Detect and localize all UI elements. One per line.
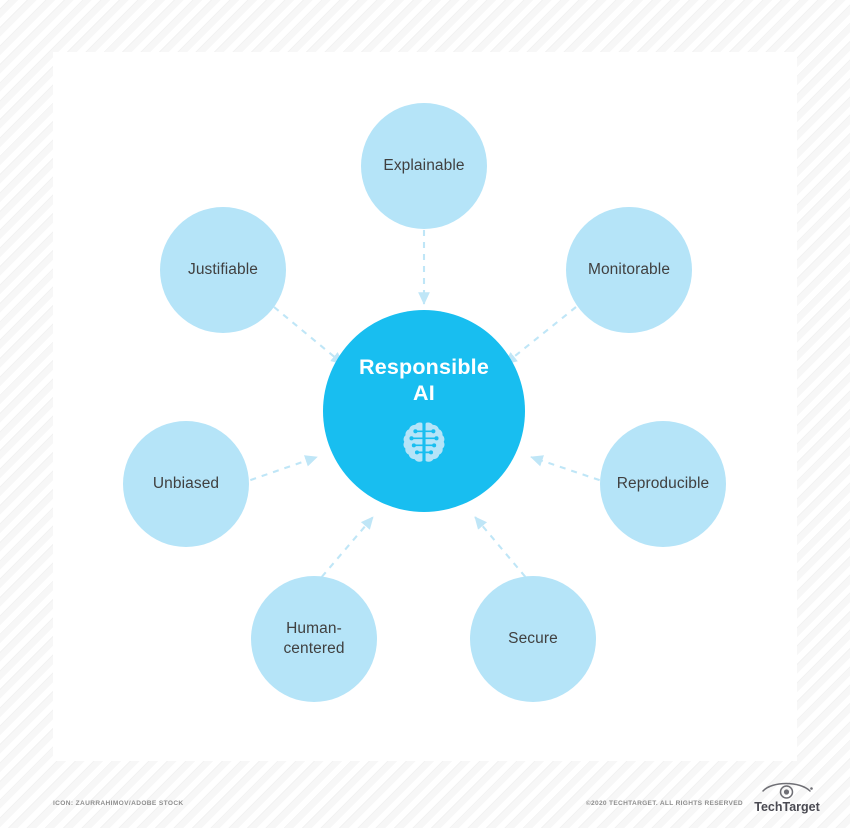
connector-secure [474,516,534,587]
connector-human-centered [313,516,374,587]
diagram-node-reproducible[interactable]: Reproducible [600,421,726,547]
diagram-node-justifiable[interactable]: Justifiable [160,207,286,333]
node-label: Justifiable [187,260,259,278]
node-label: Monitorable [587,260,671,278]
diagram-node-explainable[interactable]: Explainable [361,103,487,229]
diagram-node-secure[interactable]: Secure [470,576,596,702]
copyright-notice: ©2020 TECHTARGET. ALL RIGHTS RESERVED [585,800,743,807]
page-footer: ICON: ZAURRAHIMOV/ADOBE STOCK ©2020 TECH… [0,782,850,828]
brain-circuit-icon [403,422,445,462]
eye-icon [762,782,811,799]
connector-layer [238,218,612,587]
image-credit: ICON: ZAURRAHIMOV/ADOBE STOCK [53,800,184,807]
hub-title: Responsible AI [358,354,490,405]
diagram-card: Explainable Monitorable Reproducible Sec… [53,52,797,761]
eye-spark [810,787,813,790]
techtarget-wordmark: TechTarget [754,800,820,814]
node-label: Explainable [383,156,465,174]
node-label: Unbiased [152,474,220,492]
connector-unbiased [238,455,318,485]
techtarget-logo: TechTarget [754,782,821,814]
connector-reproducible [530,455,612,485]
eye-pupil [783,789,790,795]
connector-monitorable [504,306,577,365]
responsible-ai-diagram: Explainable Monitorable Reproducible Sec… [53,52,797,761]
node-label: Secure [508,629,558,647]
diagram-node-unbiased[interactable]: Unbiased [123,421,249,547]
diagram-hub-responsible-ai[interactable]: Responsible AI [323,310,525,512]
node-label: Human- centered [283,619,345,657]
node-label: Reproducible [616,474,710,492]
diagram-node-human-centered[interactable]: Human- centered [251,576,377,702]
connector-justifiable [273,306,344,365]
diagram-node-monitorable[interactable]: Monitorable [566,207,692,333]
